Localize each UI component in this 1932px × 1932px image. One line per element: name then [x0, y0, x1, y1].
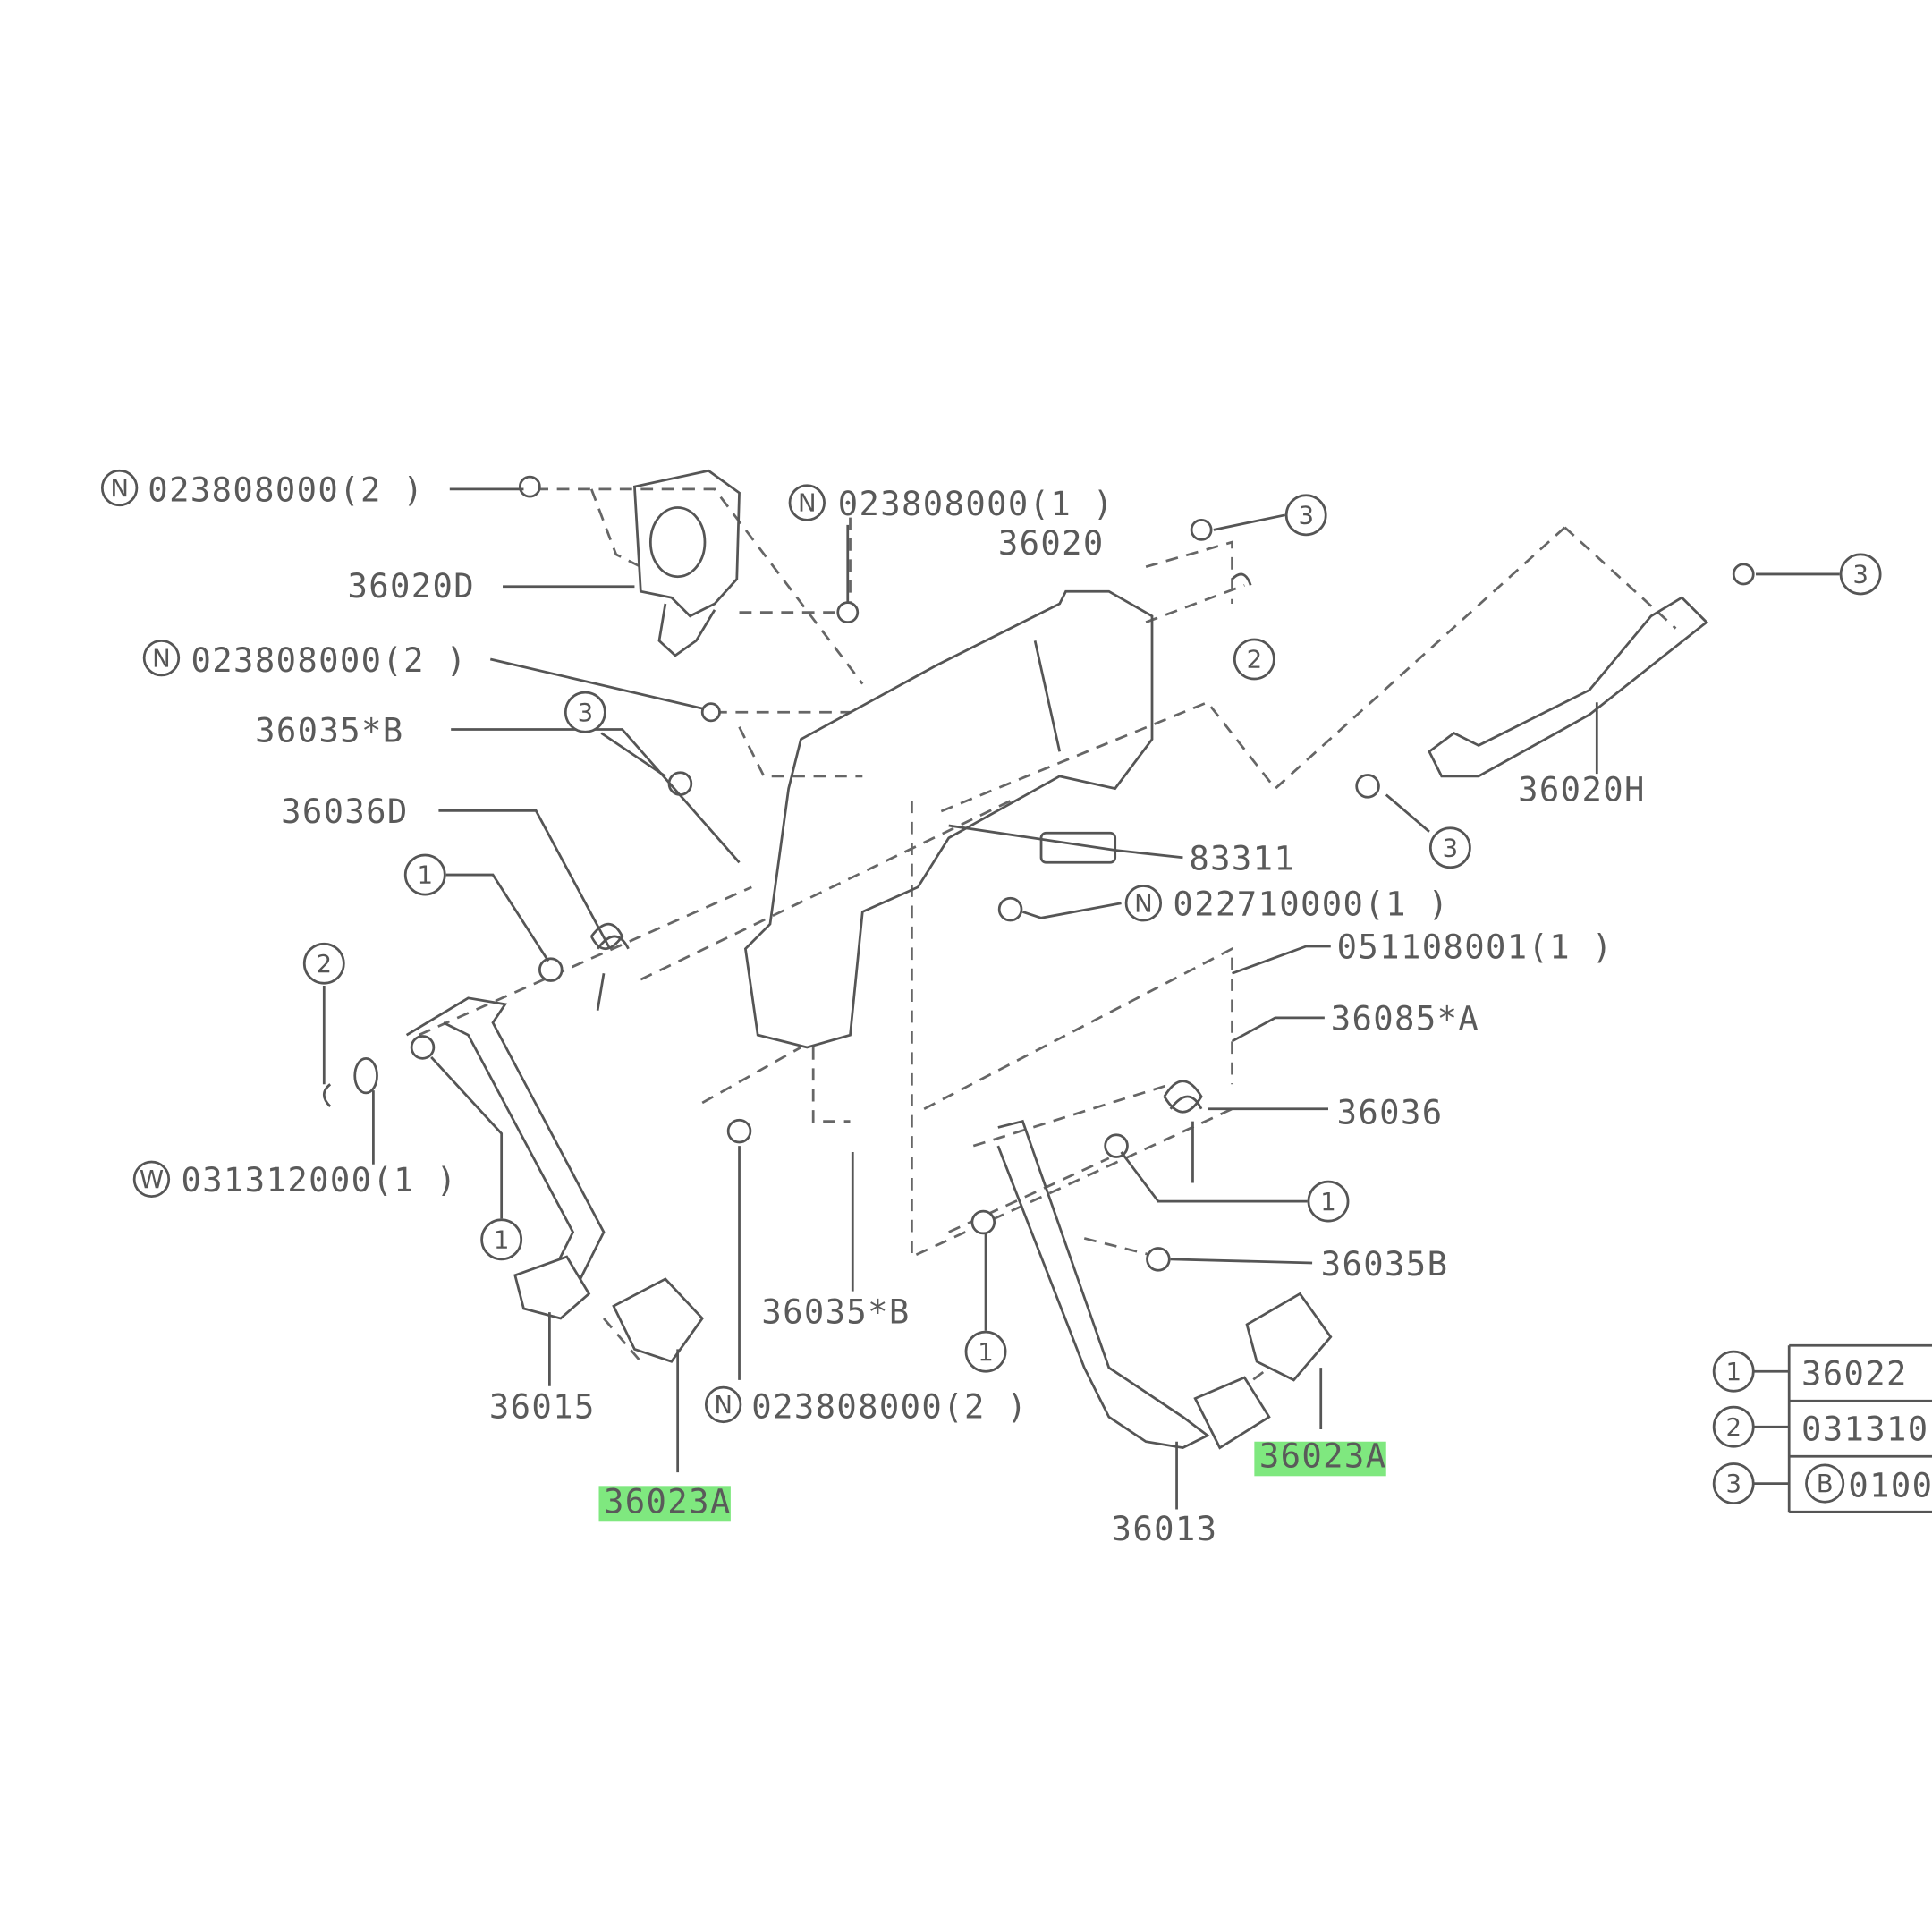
svg-text:B: B — [1817, 1470, 1834, 1498]
svg-text:3: 3 — [1725, 1470, 1741, 1498]
callout-2-a: 2 — [1233, 638, 1275, 681]
brake-pedal-arm — [996, 1119, 1210, 1450]
legend-row-2: 2 031310 — [1712, 1405, 1929, 1448]
svg-text:3: 3 — [1298, 501, 1314, 530]
highlight-left-pad — [598, 1486, 731, 1522]
label-36020d: 36020D — [347, 566, 475, 606]
label-36015: 36015 — [489, 1387, 596, 1427]
label-36020h: 36020H — [1518, 769, 1646, 809]
svg-text:022710000(1 ): 022710000(1 ) — [1173, 885, 1449, 924]
bracket-36020d — [632, 469, 741, 618]
bracket-36020 — [743, 589, 1154, 1049]
label-36085-star-a: 36085*A — [1331, 999, 1479, 1038]
svg-text:031312000(1 ): 031312000(1 ) — [182, 1160, 458, 1199]
svg-text:N: N — [1134, 889, 1153, 918]
svg-text:N: N — [152, 644, 171, 673]
callout-1-c: 1 — [480, 1218, 523, 1261]
switch-83311 — [1039, 831, 1117, 864]
brake-pedal-pad — [1193, 1376, 1271, 1450]
callout-1-b: 1 — [1307, 1180, 1350, 1223]
legend-row-3: 3 B 0100 — [1712, 1462, 1932, 1505]
label-83311: 83311 — [1189, 839, 1295, 878]
svg-text:N: N — [798, 489, 817, 518]
pedal-pad-36023a-right — [1245, 1292, 1333, 1382]
svg-text:N: N — [110, 474, 129, 503]
label-36036d: 36036D — [281, 792, 409, 831]
callout-n-top-left: N 023808000(2 ) — [100, 469, 424, 510]
callout-w-washer: W 031312000(1 ) — [132, 1160, 458, 1199]
callout-1-a: 1 — [403, 853, 446, 896]
label-36035-star-b-lower: 36035*B — [761, 1292, 910, 1331]
svg-text:3: 3 — [1852, 561, 1868, 589]
clutch-pedal-pad — [513, 1255, 591, 1320]
clutch-pedal-arm — [405, 996, 606, 1284]
svg-text:1: 1 — [494, 1225, 510, 1254]
svg-text:1: 1 — [978, 1338, 994, 1367]
svg-text:W: W — [140, 1165, 164, 1194]
pedal-pad-36023a-left — [612, 1277, 704, 1363]
callout-3-c: 3 — [1839, 553, 1882, 596]
callout-n-switch: N 022710000(1 ) — [1124, 885, 1449, 924]
svg-text:N: N — [714, 1391, 733, 1419]
svg-text:2: 2 — [317, 950, 333, 979]
label-36023a-left[interactable]: 36023A — [604, 1482, 732, 1521]
label-36023a-right[interactable]: 36023A — [1259, 1436, 1387, 1476]
label-051108001: 051108001(1 ) — [1337, 928, 1614, 967]
callout-n-top-mid: N 023808000(1 ) — [788, 484, 1114, 523]
svg-text:1: 1 — [1725, 1358, 1741, 1386]
legend-table: 1 36022 2 031310 3 B 0100 — [1712, 1343, 1932, 1513]
svg-text:023808000(2 ): 023808000(2 ) — [751, 1387, 1028, 1427]
callout-3-d: 3 — [1428, 826, 1471, 869]
assembly-dashed-lines — [418, 487, 1677, 1406]
svg-text:1: 1 — [1320, 1188, 1336, 1216]
svg-text:36022: 36022 — [1801, 1353, 1908, 1393]
spring-36036d — [589, 922, 630, 1011]
callout-n-lower: N 023808000(2 ) — [704, 1385, 1028, 1427]
spring-36036 — [1163, 1080, 1203, 1183]
label-36036: 36036 — [1337, 1092, 1444, 1131]
legend-row-1: 1 36022 — [1712, 1350, 1908, 1393]
callout-3-a: 3 — [1284, 494, 1327, 537]
svg-text:3: 3 — [1443, 834, 1459, 862]
svg-text:2: 2 — [1247, 646, 1263, 674]
bracket-36020h — [1428, 596, 1708, 778]
label-36020: 36020 — [998, 523, 1105, 563]
label-36013: 36013 — [1112, 1509, 1218, 1548]
svg-text:3: 3 — [578, 699, 594, 727]
label-36035-star-b: 36035*B — [255, 710, 403, 750]
leader-lines — [322, 487, 1840, 1510]
svg-text:031310: 031310 — [1801, 1409, 1929, 1448]
svg-text:1: 1 — [417, 861, 433, 890]
parts-drawing — [322, 469, 1755, 1450]
label-36035b: 36035B — [1321, 1244, 1449, 1284]
callout-2-b: 2 — [302, 942, 345, 985]
highlight-right-pad — [1254, 1441, 1386, 1477]
svg-text:0100: 0100 — [1848, 1466, 1932, 1505]
callout-1-d: 1 — [964, 1330, 1007, 1373]
svg-text:2: 2 — [1725, 1413, 1741, 1442]
callout-n-mid-left: N 023808000(2 ) — [142, 639, 468, 680]
svg-text:023808000(1 ): 023808000(1 ) — [838, 484, 1114, 523]
callout-3-b: 3 — [564, 691, 606, 733]
svg-text:023808000(2 ): 023808000(2 ) — [191, 640, 468, 680]
svg-text:023808000(2 ): 023808000(2 ) — [148, 470, 424, 510]
